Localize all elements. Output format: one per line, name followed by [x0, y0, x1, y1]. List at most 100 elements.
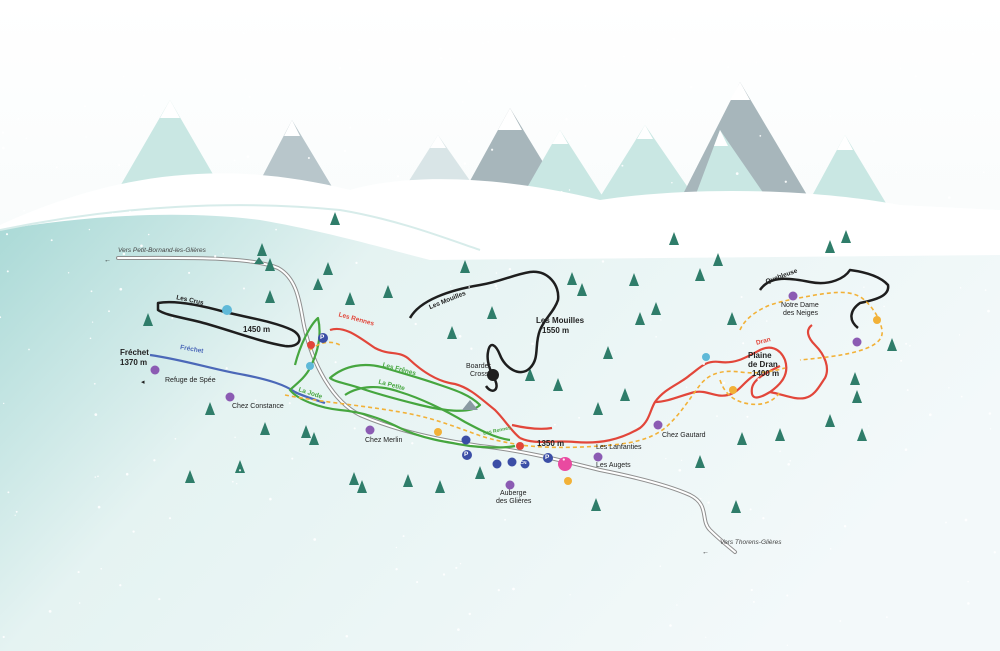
snowflake	[786, 644, 789, 646]
snowflake	[87, 197, 90, 200]
snowflake	[749, 508, 752, 511]
snowflake	[885, 616, 888, 619]
snowflake	[100, 568, 102, 570]
chez-gautard-hut-icon	[653, 420, 663, 430]
snowflake	[487, 40, 490, 43]
snowflake	[2, 146, 5, 150]
snowflake	[504, 518, 507, 521]
sledge-icon	[222, 305, 232, 315]
snowflake	[355, 261, 358, 265]
snowflake	[546, 214, 548, 216]
snowflake	[14, 514, 16, 516]
snowflake	[656, 48, 659, 51]
snowflake	[495, 272, 498, 274]
snowflake	[387, 118, 391, 121]
snowflake	[700, 497, 702, 500]
snowflake	[495, 287, 499, 290]
snowflake	[623, 55, 625, 58]
snowflake	[82, 43, 84, 46]
snowflake	[214, 255, 217, 258]
cn-icon	[520, 459, 530, 469]
snowflake	[984, 289, 987, 291]
snowflake	[158, 598, 161, 601]
snowflake	[139, 192, 142, 195]
notre-dame-label-1: Notre Dame	[781, 302, 819, 309]
snowflake	[411, 442, 414, 445]
snowflake	[843, 524, 847, 528]
chez-constance-label: Chez Constance	[232, 403, 284, 410]
snowflake	[233, 159, 236, 162]
snowflake	[759, 135, 762, 137]
snowflake	[309, 400, 311, 402]
snowflake	[578, 220, 582, 223]
snowflake	[542, 439, 545, 442]
snowflake	[313, 538, 317, 541]
parking-icon	[318, 333, 328, 343]
snowflake	[500, 411, 503, 413]
snowflake	[705, 636, 707, 638]
snowflake	[906, 389, 909, 392]
snowflake	[905, 342, 908, 345]
snowflake	[753, 15, 756, 17]
snowflake	[235, 482, 238, 485]
snowflake	[716, 415, 718, 417]
snowflake	[463, 162, 467, 165]
snowflake	[671, 182, 673, 184]
snowflake	[3, 402, 5, 405]
snowflake	[165, 0, 169, 4]
snowflake	[409, 183, 413, 187]
snowflake	[125, 472, 129, 476]
snowflake	[553, 423, 556, 426]
chez-gautard-label: Chez Gautard	[662, 432, 706, 439]
snowflake	[672, 37, 676, 41]
snowflake	[468, 188, 472, 192]
snowflake	[15, 510, 18, 513]
rock-icon	[462, 400, 478, 410]
snowflake	[756, 42, 759, 45]
snowflake	[685, 386, 688, 388]
arrow-left-icon: ←	[702, 549, 709, 556]
green-trails	[288, 316, 516, 449]
snowflake	[142, 94, 145, 97]
black-trails	[156, 268, 890, 392]
snowflake	[737, 218, 741, 222]
mouilles-altitude: 1550 m	[542, 326, 570, 335]
snowflake	[80, 12, 83, 15]
snowflake	[302, 18, 306, 21]
snowflake	[153, 459, 156, 462]
snowflake	[288, 402, 291, 405]
snowflake	[757, 378, 760, 381]
snowflake	[799, 86, 801, 89]
snowflake	[395, 546, 398, 549]
snowflake	[755, 61, 757, 64]
auberge-label-1: Auberge	[500, 490, 527, 497]
snowflake	[988, 412, 992, 415]
snowflake	[7, 491, 10, 494]
snowflake	[749, 542, 752, 545]
snowflake	[494, 284, 498, 287]
snowflake	[140, 244, 143, 248]
snowflake	[25, 137, 28, 140]
snowflake	[659, 565, 662, 567]
snowflake	[565, 117, 568, 121]
snowflake	[412, 248, 416, 251]
snowflake	[959, 287, 962, 289]
snowflake	[863, 286, 865, 288]
snowflake	[307, 156, 310, 160]
snowflake	[5, 233, 9, 236]
boarder-cross-label-1: Boarder	[466, 363, 491, 370]
snowflake	[396, 175, 400, 178]
snowflake	[93, 382, 96, 385]
snowflake	[97, 475, 99, 478]
snowflake	[349, 338, 351, 341]
auberge-hut-icon	[505, 480, 515, 490]
snowflake	[50, 239, 53, 242]
snowflake	[77, 571, 80, 574]
snowflake	[601, 260, 605, 263]
snowflake	[244, 78, 247, 81]
snowflake	[899, 67, 902, 70]
snowflake	[282, 0, 285, 1]
snowflake	[989, 428, 992, 430]
notre-dame-label-2: des Neiges	[783, 310, 819, 317]
snowflake	[457, 628, 460, 631]
